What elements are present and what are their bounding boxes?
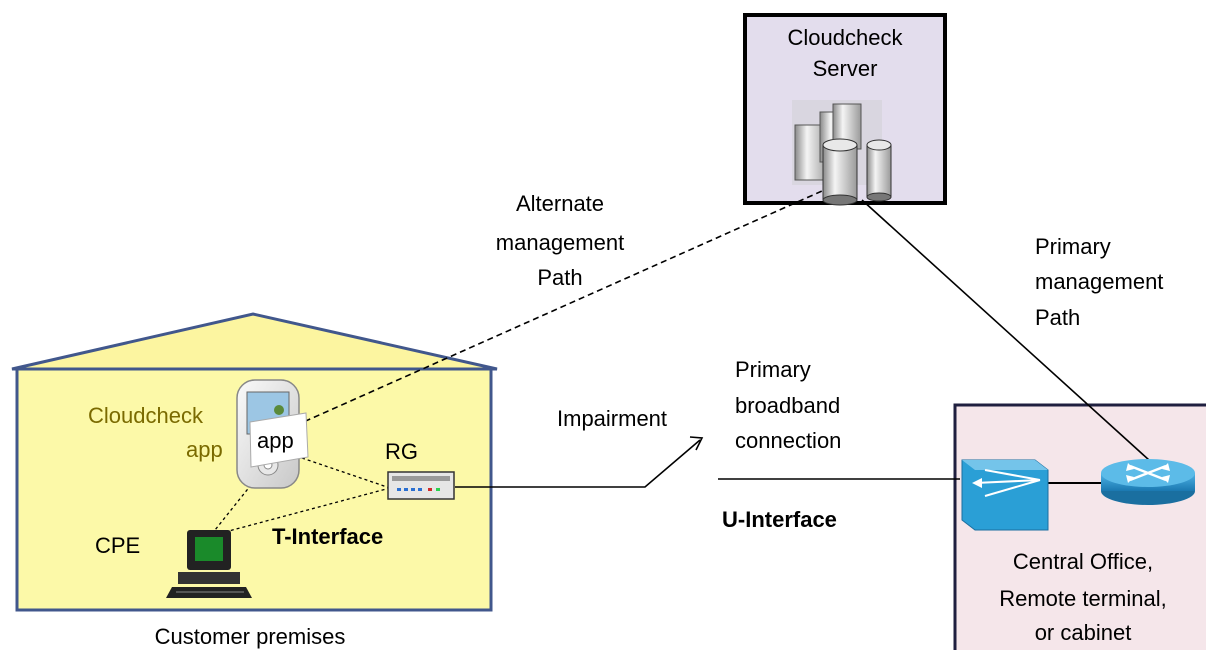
server-title-line2: Server [812, 56, 878, 81]
primary-management-path-line [861, 199, 1161, 471]
alternate-path-line3: Path [537, 265, 583, 290]
app-badge-label: app [257, 428, 294, 453]
central-office-line1: Central Office, [1012, 549, 1154, 574]
cpe-rg-dotted-line [224, 487, 391, 533]
impairment-arrow-head [689, 436, 704, 451]
primary-bb-line1: Primary [735, 357, 811, 382]
primary-bb-line2: broadband [735, 393, 841, 418]
impairment-label: Impairment [557, 406, 668, 431]
primary-mgmt-line3: Path [1035, 305, 1081, 330]
primary-mgmt-line1: Primary [1035, 234, 1111, 259]
primary-bb-line3: connection [735, 428, 842, 453]
central-office-line2: Remote terminal, [999, 586, 1167, 611]
rg-device-icon [387, 471, 455, 500]
alternate-path-line1: Alternate [515, 191, 605, 216]
broadband-connection-line [455, 439, 701, 488]
app-cpe-dotted-line [214, 479, 256, 531]
server-title-line1: Cloudcheck [787, 25, 903, 50]
central-office-line3: or cabinet [1034, 620, 1132, 645]
rg-label: RG [385, 439, 418, 464]
alternate-path-line2: management [495, 230, 625, 255]
server-icon [792, 100, 892, 206]
t-interface-label: T-Interface [272, 524, 384, 549]
premises-label: Customer premises [154, 624, 346, 649]
router-icon [1101, 459, 1195, 505]
u-interface-label: U-Interface [722, 507, 837, 532]
cpe-label: CPE [95, 533, 141, 558]
app-badge [249, 412, 309, 468]
house-roof [11, 312, 498, 371]
app-title-line2: app [186, 437, 223, 462]
alternate-management-path-line [289, 182, 841, 429]
computer-icon [166, 530, 252, 598]
splitter-icon [961, 459, 1049, 531]
app-title-line1: Cloudcheck [88, 403, 203, 428]
primary-mgmt-line2: management [1035, 269, 1164, 294]
